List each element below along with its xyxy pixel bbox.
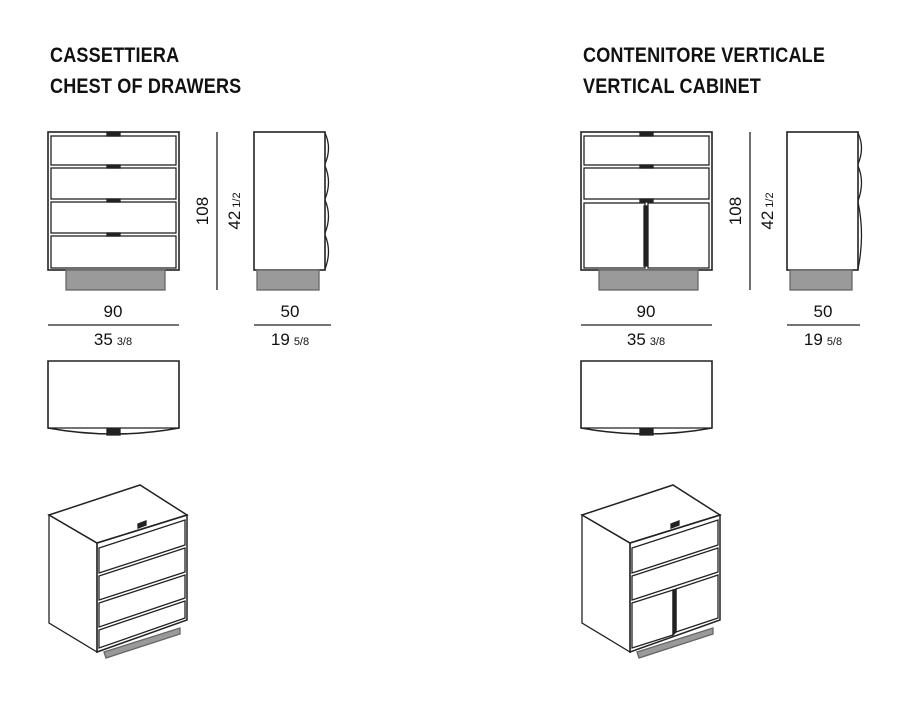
width-cm-label: 90 (104, 302, 123, 321)
depth-cm-label: 50 (814, 302, 833, 321)
cabinet-isometric-view (580, 484, 722, 659)
height-cm-label: 108 (193, 197, 212, 225)
title-italian: CASSETTIERA (50, 44, 180, 67)
chest-front-view (47, 131, 180, 291)
chest-side-view (253, 131, 330, 291)
title-italian: CONTENITORE VERTICALE (583, 44, 826, 67)
cabinet-front-view (580, 131, 713, 291)
width-cm-label: 90 (637, 302, 656, 321)
vertical-cabinet-title: CONTENITORE VERTICALE VERTICAL CABINET (583, 40, 825, 102)
title-english: VERTICAL CABINET (583, 75, 762, 98)
chest-isometric-view (47, 484, 189, 659)
cabinet-top-view (580, 360, 713, 436)
chest-of-drawers-title: CASSETTIERA CHEST OF DRAWERS (50, 40, 241, 102)
cabinet-side-view (786, 131, 863, 291)
height-inch-label: 421/2 (225, 192, 244, 229)
title-english: CHEST OF DRAWERS (50, 75, 242, 98)
height-cm-label: 108 (726, 197, 745, 225)
height-inch-label: 421/2 (758, 192, 777, 229)
depth-cm-label: 50 (281, 302, 300, 321)
chest-top-view (47, 360, 180, 436)
